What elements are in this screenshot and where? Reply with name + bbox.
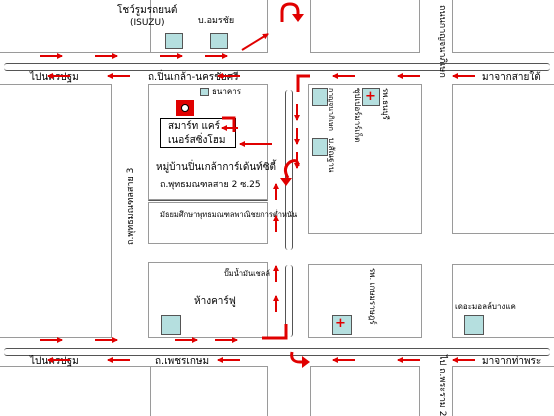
- soi-bend-arrow: [222, 116, 236, 132]
- block-bottom-far-right: [452, 366, 554, 416]
- soi-line: [148, 200, 268, 202]
- corner-bottom-arrow: [262, 324, 288, 340]
- phetkasem-road-label: ถ.เพชรเกษม: [155, 356, 210, 367]
- uturn-bottom-arrow: [290, 351, 304, 364]
- thonburi-hospital-cross-icon: +: [365, 89, 376, 104]
- block-top-right: [310, 0, 420, 53]
- uturn-top-head: [292, 14, 304, 22]
- to-nakhonpathom-top-label: ไปนครปฐม: [30, 72, 79, 83]
- block-top-left: [0, 0, 156, 53]
- isuzu-building: [165, 33, 183, 49]
- isuzu-brand-label: (ISUZU): [130, 18, 165, 28]
- nursing-home-label: เนอร์สซิ่งโฮม: [168, 135, 226, 146]
- thonburi-hospital-building: [362, 88, 380, 106]
- from-saimai-label: มาจากสายใต้: [482, 72, 541, 83]
- school-label: มัธยมศึกษาพุทธมณฑลพาณิชยการต่ำหนัน: [160, 210, 298, 219]
- kasemrad-hospital-building: [332, 315, 352, 335]
- phetkasem-road-median: [4, 348, 550, 356]
- uturn-soi-head: [280, 178, 292, 186]
- block-far-right-upper: [452, 84, 554, 234]
- gas-station-label: ปั๊มน้ำมันเชลล์: [224, 269, 270, 278]
- pinklao-road-median: [4, 63, 550, 71]
- smart-care-marker-icon: [176, 100, 194, 116]
- kanchana-road-median-lower: [285, 265, 293, 337]
- smart-care-label: สมาร์ท แคร์: [168, 121, 220, 132]
- block-school: [148, 202, 268, 244]
- pinklao-road-label: ถ.ปิ่นเกล้า-นครชัยศรี: [148, 72, 239, 83]
- bank-label: ธนาคาร: [212, 87, 241, 96]
- uturn-bottom-head: [302, 356, 310, 368]
- mall-bangkhae-building: [464, 315, 484, 335]
- to-nakhonpathom-bottom-label: ไปนครปฐม: [30, 356, 79, 367]
- block-top-far-right: [452, 0, 554, 53]
- amornchai-building: [210, 33, 228, 49]
- carrefour-building: [161, 315, 181, 335]
- nursing-home-frame: [160, 118, 236, 148]
- mall-bangkhae-label: เดอะมอลล์บางแค: [455, 302, 516, 311]
- amornchai-label: บ.อมรชัย: [198, 16, 235, 26]
- superstore-building: [312, 88, 328, 106]
- from-thaphra-label: มาจากท่าพระ: [482, 356, 542, 367]
- khet-building: [312, 138, 328, 156]
- block-bottom-left: [0, 366, 156, 416]
- carrefour-label: ห้างคาร์ฟู: [194, 296, 236, 307]
- arrow-ne-ramp: [241, 33, 269, 51]
- kasemrad-hospital-cross-icon: +: [335, 316, 346, 331]
- soi-label: ถ.พุทธมณฑลสาย 2 ซ.25: [160, 180, 261, 190]
- village-label: หมู่บ้านปิ่นเกล้าการ์เด้นท์ซิตี้: [156, 162, 277, 173]
- block-bottom-mid: [150, 366, 268, 416]
- block-bottom-right: [310, 366, 420, 416]
- block-left: [0, 84, 112, 338]
- corner-top-arrow: [296, 74, 310, 92]
- block-right-upper: [308, 84, 422, 234]
- bank-building: [200, 88, 209, 96]
- isuzu-dealer-label: โชว์รูมรถยนต์: [117, 5, 178, 16]
- block-right-lower: [308, 264, 422, 338]
- uturn-soi-arrow: [283, 159, 300, 179]
- uturn-top-arrow: [280, 2, 300, 22]
